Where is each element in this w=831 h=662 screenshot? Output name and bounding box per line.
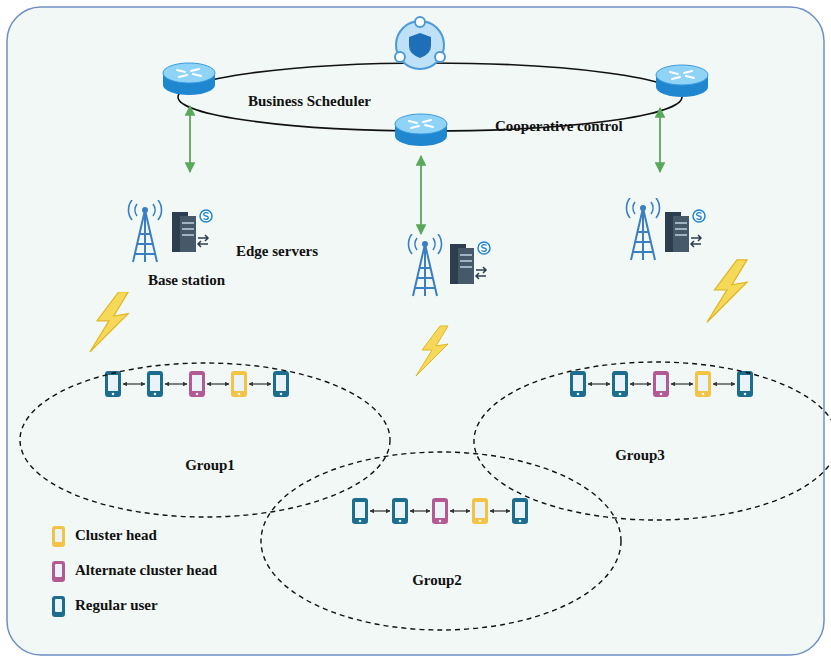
dashed-ellipse — [474, 362, 831, 520]
annotation-label: Base station — [148, 272, 225, 289]
link-line — [410, 510, 430, 511]
phone-button — [196, 393, 199, 396]
link-line — [165, 383, 187, 384]
phone-screen — [656, 375, 666, 391]
phone-body — [392, 498, 408, 524]
phone-body — [147, 371, 163, 397]
phone-body — [273, 371, 289, 397]
phone-screen — [435, 502, 445, 518]
dashed-ellipse — [261, 452, 621, 630]
link-line — [450, 510, 470, 511]
annotation-label: Cooperative control — [495, 118, 623, 135]
group-ellipse: Group2 — [260, 451, 622, 631]
legend-text: Alternate cluster head — [75, 562, 217, 579]
link-line — [671, 383, 693, 384]
phone-screen — [395, 502, 405, 518]
phone-button — [280, 393, 283, 396]
phone-button — [439, 520, 442, 523]
link-line — [249, 383, 271, 384]
legend-swatch — [52, 561, 65, 582]
legend-swatch — [52, 596, 65, 617]
phone-body — [570, 371, 586, 397]
phone-screen — [234, 375, 244, 391]
phone-screen — [740, 375, 750, 391]
swatch-screen — [55, 529, 62, 542]
phone-button — [519, 520, 522, 523]
phone-screen — [475, 502, 485, 518]
phone-button — [359, 520, 362, 523]
phone-button — [744, 393, 747, 396]
group-ellipse: Group3 — [473, 361, 831, 521]
link-line — [123, 383, 145, 384]
phone-body — [432, 498, 448, 524]
phone-body — [737, 371, 753, 397]
legend-text: Regular user — [75, 597, 158, 614]
phone-screen — [192, 375, 202, 391]
phone-screen — [615, 375, 625, 391]
annotation-label: Business Scheduler — [248, 93, 371, 110]
annotation-label: Edge servers — [236, 243, 318, 260]
ellipse-outline — [19, 362, 391, 518]
phone-button — [577, 393, 580, 396]
link-line — [713, 383, 735, 384]
group-ellipse: Group1 — [19, 362, 391, 518]
phone-body — [189, 371, 205, 397]
phone-body — [612, 371, 628, 397]
group-label: Group1 — [185, 457, 235, 474]
phone-button — [479, 520, 482, 523]
phone-button — [154, 393, 157, 396]
phone-screen — [108, 375, 118, 391]
ellipse-outline — [473, 361, 831, 521]
link-line — [630, 383, 651, 384]
group-label: Group2 — [412, 572, 462, 589]
link-line — [207, 383, 229, 384]
link-line — [490, 510, 510, 511]
swatch-screen — [55, 564, 62, 577]
phone-screen — [573, 375, 583, 391]
link-line — [370, 510, 390, 511]
phone-body — [695, 371, 711, 397]
phone-button — [112, 393, 115, 396]
phone-button — [238, 393, 241, 396]
phone-screen — [355, 502, 365, 518]
phone-screen — [276, 375, 286, 391]
phone-body — [105, 371, 121, 397]
phone-body — [352, 498, 368, 524]
ellipse-outline — [260, 451, 622, 631]
swatch-screen — [55, 599, 62, 612]
phone-button — [660, 393, 663, 396]
legend-text: Cluster head — [75, 527, 157, 544]
phone-body — [653, 371, 669, 397]
phone-button — [702, 393, 705, 396]
dashed-ellipse — [20, 363, 390, 517]
group-label: Group3 — [615, 447, 665, 464]
phone-screen — [698, 375, 708, 391]
phone-body — [472, 498, 488, 524]
phone-button — [619, 393, 622, 396]
phone-button — [399, 520, 402, 523]
link-line — [588, 383, 610, 384]
legend-swatch — [52, 526, 65, 547]
phone-body — [231, 371, 247, 397]
phone-body — [512, 498, 528, 524]
phone-screen — [515, 502, 525, 518]
phone-screen — [150, 375, 160, 391]
